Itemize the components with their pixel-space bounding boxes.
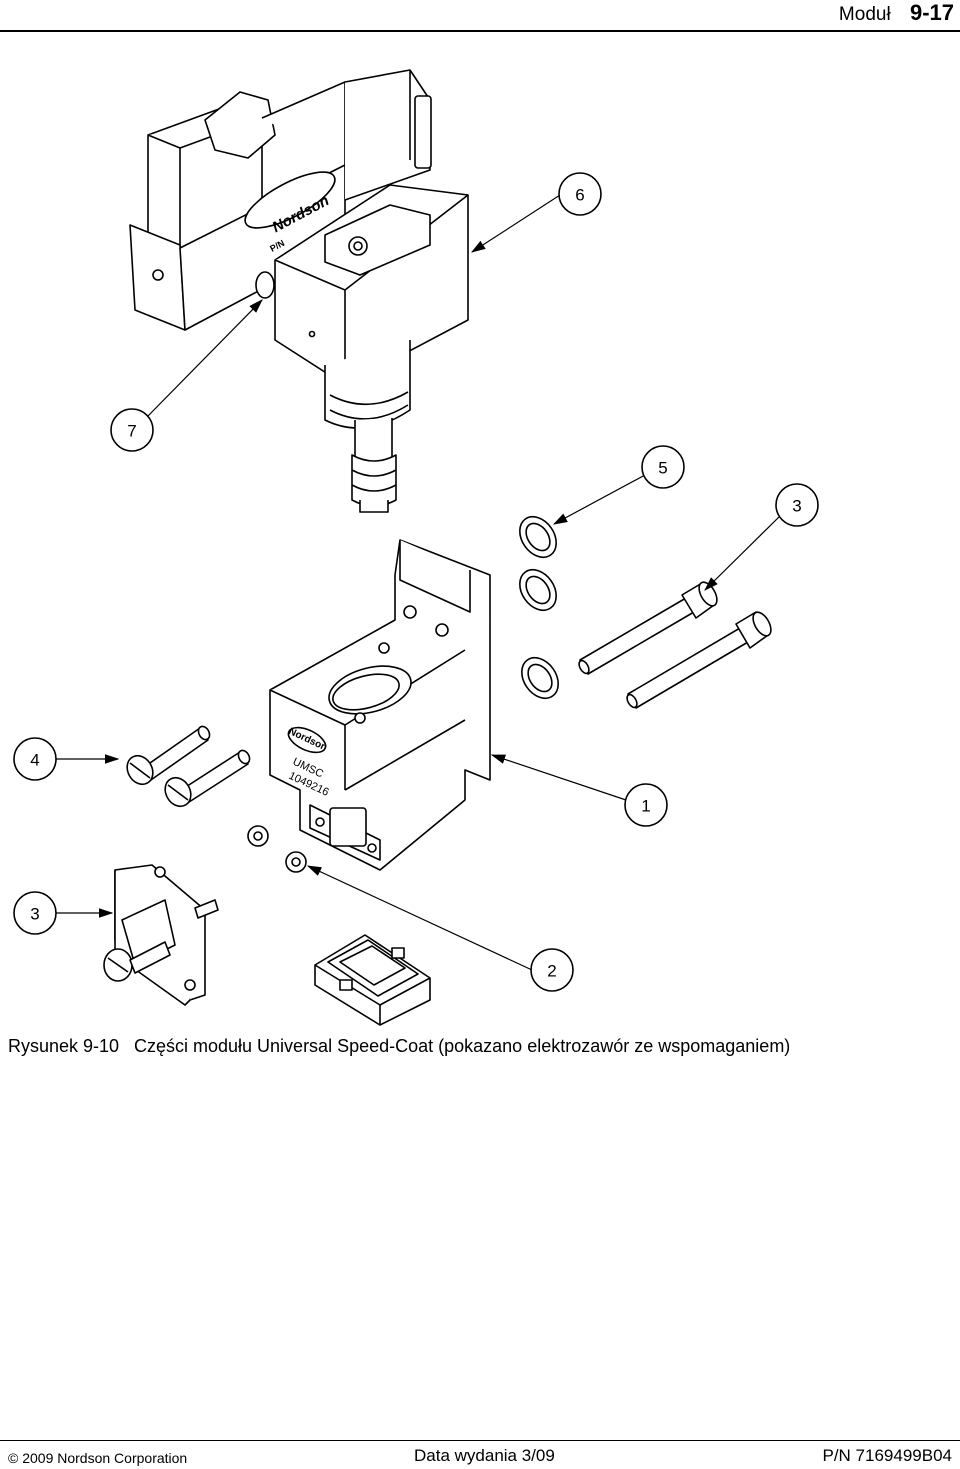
callout-6: 6 bbox=[575, 186, 584, 205]
long-screws bbox=[578, 581, 772, 709]
module-body bbox=[269, 539, 491, 871]
copyright-icon: © bbox=[8, 1450, 19, 1466]
callout-3-right: 3 bbox=[792, 497, 801, 516]
page-header: Moduł 9-17 bbox=[839, 0, 954, 26]
callout-7: 7 bbox=[127, 422, 136, 441]
solenoid-valve bbox=[129, 69, 469, 513]
section-title: Moduł bbox=[838, 4, 891, 25]
footer-part-number: P/N 7169499B04 bbox=[822, 1446, 953, 1465]
callout-1: 1 bbox=[641, 797, 650, 816]
mounting-plate bbox=[103, 864, 219, 1006]
callout-4: 4 bbox=[30, 751, 39, 770]
seals bbox=[519, 515, 559, 700]
callout-2: 2 bbox=[547, 962, 556, 981]
footer-copyright: © 2009 Nordson Corporation bbox=[8, 1450, 187, 1466]
footer-rule bbox=[0, 1440, 960, 1441]
page-number: 9-17 bbox=[909, 0, 954, 25]
plugs bbox=[247, 825, 307, 873]
short-screws bbox=[126, 725, 251, 808]
callout-circles bbox=[13, 172, 819, 992]
leader-lines bbox=[55, 194, 783, 971]
gasket-plate bbox=[314, 934, 431, 1026]
figure-label: Rysunek 9-10 bbox=[8, 1036, 120, 1056]
callout-3-left: 3 bbox=[30, 905, 39, 924]
exploded-parts-drawing: 6 7 5 3 4 1 3 2 Nordson P/N Nordson UMSC… bbox=[13, 69, 819, 1026]
figure-caption: Części modułu Universal Speed-Coat (poka… bbox=[134, 1036, 791, 1056]
callout-5: 5 bbox=[658, 459, 667, 478]
copyright-text: 2009 Nordson Corporation bbox=[22, 1450, 188, 1466]
header-rule bbox=[0, 30, 960, 32]
footer-issue-date: Data wydania 3/09 bbox=[414, 1446, 555, 1465]
